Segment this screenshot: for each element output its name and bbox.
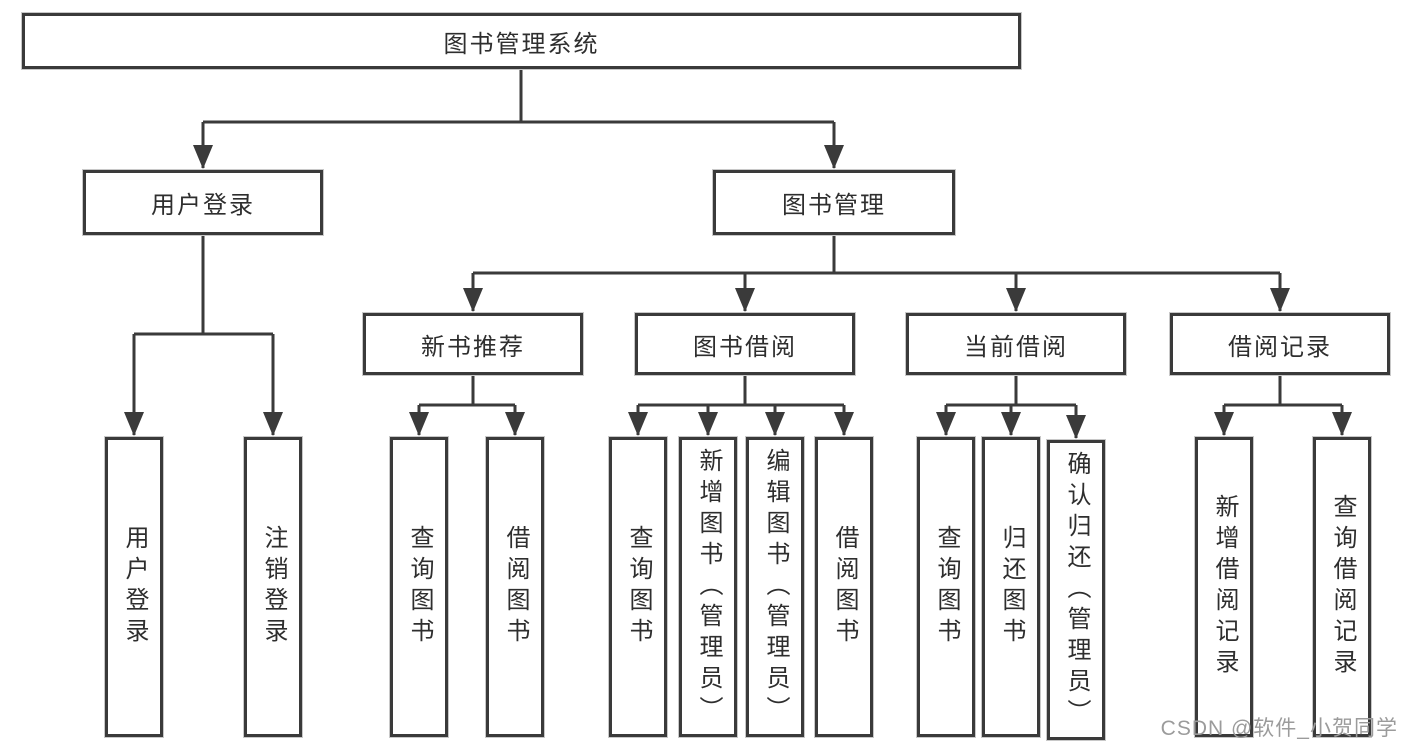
- node-new-book-recommend: 新书推荐: [363, 313, 583, 375]
- node-book-management: 图书管理: [713, 170, 955, 235]
- csdn-watermark: CSDN @软件_小贺同学: [1160, 717, 1398, 740]
- leaf-borrow-query-books: 查询图书: [609, 437, 667, 737]
- leaf-borrow-edit-books-admin: 编辑图书（管理员）: [746, 437, 804, 737]
- node-current-borrowing: 当前借阅: [906, 313, 1126, 375]
- leaf-user-login: 用户登录: [105, 437, 163, 737]
- node-borrowing-records: 借阅记录: [1170, 313, 1390, 375]
- leaf-borrow-add-books-admin: 新增图书（管理员）: [679, 437, 737, 737]
- leaf-current-return-books: 归还图书: [982, 437, 1040, 737]
- node-library-management-system: 图书管理系统: [22, 13, 1021, 69]
- leaf-current-confirm-return-admin: 确认归还（管理员）: [1047, 440, 1105, 740]
- leaf-record-query-record: 查询借阅记录: [1313, 437, 1371, 737]
- leaf-newbook-query-books: 查询图书: [390, 437, 448, 737]
- node-book-borrowing: 图书借阅: [635, 313, 855, 375]
- leaf-record-add-record: 新增借阅记录: [1195, 437, 1253, 737]
- node-user-login: 用户登录: [83, 170, 323, 235]
- leaf-newbook-borrow-books: 借阅图书: [486, 437, 544, 737]
- leaf-borrow-borrow-books: 借阅图书: [815, 437, 873, 737]
- leaf-current-query-books: 查询图书: [917, 437, 975, 737]
- leaf-logout: 注销登录: [244, 437, 302, 737]
